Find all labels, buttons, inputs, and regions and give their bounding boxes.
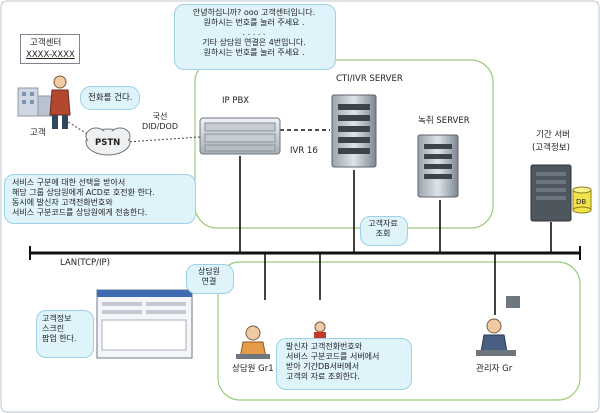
customer-label: 고객 bbox=[30, 128, 46, 138]
lookup-bubble bbox=[360, 216, 408, 246]
record-server-icon bbox=[417, 134, 459, 198]
db-label: DB bbox=[576, 198, 587, 206]
agent-icon bbox=[236, 325, 270, 359]
agent-connect-bubble bbox=[186, 264, 234, 294]
call-center-title: 고객센터 bbox=[30, 38, 62, 48]
lookup-text: 고객자료 조회 bbox=[368, 219, 398, 238]
pstn-link bbox=[125, 136, 201, 143]
agent-lookup-bubble bbox=[276, 338, 412, 390]
manager-icon bbox=[476, 296, 520, 356]
ip-pbx-device bbox=[199, 117, 281, 155]
agent2-icon bbox=[314, 321, 326, 342]
customer-call-bubble bbox=[80, 86, 140, 110]
pstn-cloud bbox=[85, 127, 131, 156]
agent-group-label: 상담원 Gr1 bbox=[232, 364, 274, 374]
lan-label: LAN(TCP/IP) bbox=[60, 258, 110, 268]
customer-call-text: 전화를 건다. bbox=[88, 93, 133, 103]
screen-popup-window bbox=[96, 289, 193, 359]
record-server-label: 녹취 SERVER bbox=[418, 116, 470, 126]
screen-pop-bubble bbox=[36, 310, 94, 358]
customer-link bbox=[64, 119, 93, 138]
manager-group-label: 관리자 Gr bbox=[476, 364, 513, 374]
db-icon bbox=[572, 186, 592, 214]
legacy-server-sub-label: (고객정보) bbox=[532, 143, 570, 153]
legacy-server-label: 기간 서버 bbox=[536, 130, 570, 140]
pstn-label: PSTN bbox=[95, 138, 121, 148]
customer-icon bbox=[17, 75, 71, 129]
agent-connect-text: 상담원 연결 bbox=[197, 267, 221, 286]
ip-pbx-label: IP PBX bbox=[222, 96, 250, 106]
pbx-routing-text: 서비스 구분에 대한 선택을 받아서 해당 그룹 상담원에게 ACD로 호전환 … bbox=[12, 178, 155, 217]
cti-server-icon bbox=[331, 94, 377, 168]
legacy-server-icon bbox=[530, 164, 572, 222]
cti-ivr-server-label: CTI/IVR SERVER bbox=[336, 74, 403, 84]
pbx-routing-bubble bbox=[4, 174, 196, 224]
ivr-label: IVR 16 bbox=[290, 146, 318, 156]
call-center-box bbox=[20, 34, 80, 64]
agent-lookup-text: 발신자 고객전화번호와 서비스 구분코드를 서버에서 받아 기간DB서버에서 고… bbox=[286, 342, 380, 381]
ivr-message-text: 안녕하십니까? ooo 고객센터입니다. 원하시는 번호를 눌러 주세요 . .… bbox=[192, 8, 316, 57]
call-center-number: XXXX-XXXX bbox=[26, 50, 75, 60]
screen-pop-text: 고객정보 스크린 팝업 한다. bbox=[42, 314, 77, 343]
did-dod-label: 국선 DID/DOD bbox=[142, 112, 178, 131]
ivr-message-bubble bbox=[174, 4, 336, 70]
